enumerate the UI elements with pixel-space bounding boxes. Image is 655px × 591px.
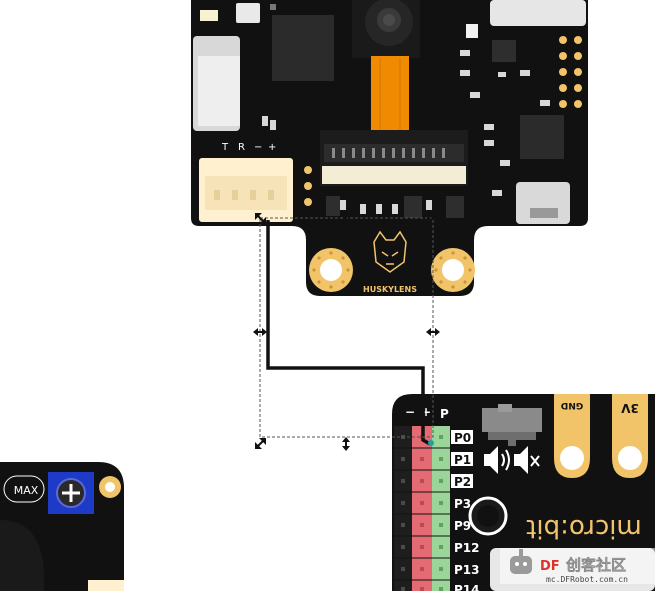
handle-middle-left-double-arrow-icon[interactable] [253,328,267,336]
resize-handles[interactable] [253,211,440,451]
svg-text:GND: GND [561,400,583,410]
mounting-hole-right [431,248,475,292]
connector-label-plus: + [268,142,276,153]
pin-label-p0: P0 [454,431,471,445]
slide-switch [482,404,542,446]
pin-label-p14: P14 [454,583,480,591]
robot-logo-icon [510,549,532,574]
pin-label-p13: P13 [454,563,480,577]
connector-label-t: T [221,142,229,153]
header-label-plus: + [421,405,431,419]
camera-flex-cable [371,56,409,132]
pin-label-p3: P3 [454,497,471,511]
wifi-chip [520,115,564,159]
wire-endpoint[interactable] [428,440,434,446]
husky-logo-icon [373,230,407,273]
connector-label-minus: − [254,142,262,153]
pin-header [394,426,450,591]
watermark: DF 创客社区 mc.DFRobot.com.cn [500,548,655,584]
watermark-prefix: DF [540,559,560,574]
knob-max-label: MAX [14,484,39,497]
header-label-p: P [440,407,449,421]
speaker-mute-icon [514,446,540,474]
huskylens-logo-text: HUSKYLENS [363,285,417,294]
edge-pad-3v: 3V [612,394,648,478]
handle-top-left-double-arrow-icon[interactable] [255,213,266,224]
header-label-minus: − [405,405,415,419]
pin-label-p2: P2 [454,475,471,489]
watermark-url: mc.DFRobot.com.cn [546,575,628,584]
speaker-on-icon [484,446,510,474]
button [236,3,260,23]
led [200,10,218,21]
handle-bottom-left-double-arrow-icon[interactable] [255,438,266,449]
gold-pads [304,36,582,206]
processor-chip [272,15,334,81]
connector-label-r: R [238,142,245,153]
pin-label-p1: P1 [454,453,471,467]
speaker-grille [0,520,44,591]
connector-labels: T R − + [221,142,276,153]
pin-label-p12: P12 [454,541,480,555]
edge-pad-gnd: GND [554,394,590,478]
huskylens-board[interactable]: T R − + [191,0,588,296]
handle-top-center-double-arrow-icon[interactable] [342,211,350,225]
handle-top-right-double-arrow-icon[interactable] [427,213,438,224]
pin-label-p9: P9 [454,519,471,533]
mounting-hole-left [309,248,353,292]
handle-middle-right-double-arrow-icon[interactable] [426,328,440,336]
watermark-title: 创客社区 [565,556,626,574]
microbit-brand-text: micro:bit [526,513,642,543]
handle-bottom-center-double-arrow-icon[interactable] [342,437,350,451]
connection-wire[interactable] [266,220,431,446]
svg-text:3V: 3V [620,401,638,415]
function-button [490,0,586,26]
left-module[interactable]: MAX [0,462,124,591]
